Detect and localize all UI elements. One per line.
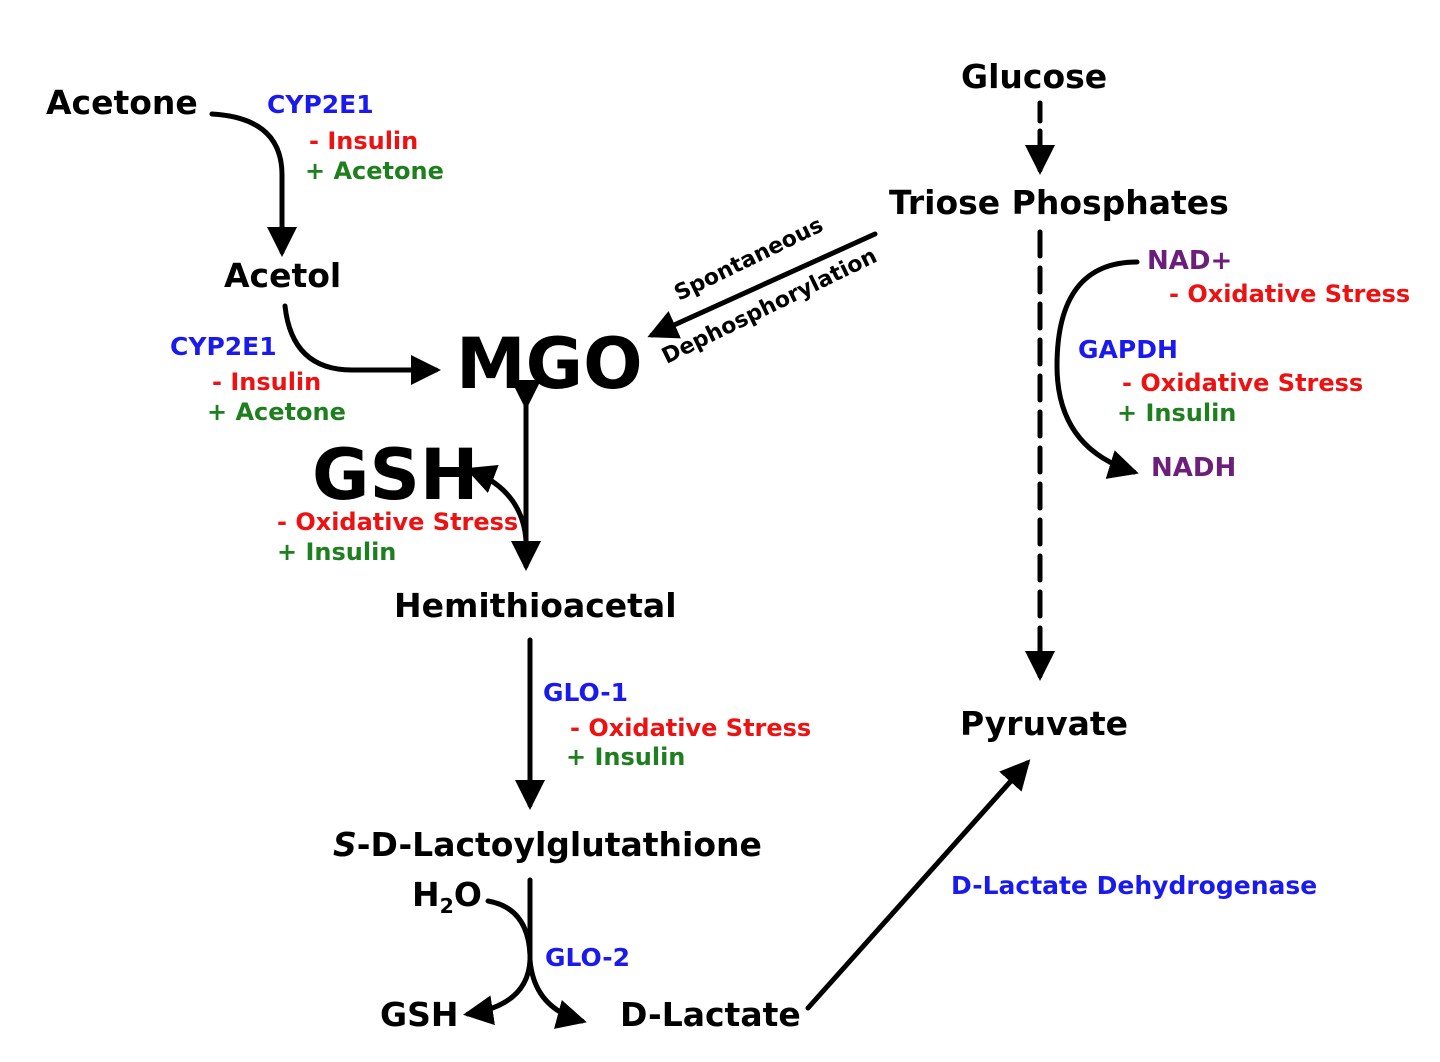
cyp2e1-mid-activator: + Acetone: [207, 398, 346, 426]
arrow-acetol-to-mgo: [282, 303, 441, 385]
glo1-activator: + Insulin: [566, 743, 686, 771]
pyruvate-label: Pyruvate: [960, 704, 1129, 743]
arrow-to-gsh-small: [463, 957, 533, 1026]
arrow-nad-to-nadh: [1054, 259, 1140, 479]
acetone-label: Acetone: [46, 83, 198, 122]
glo1-label: GLO-1: [543, 678, 629, 707]
d-lactate-dehydrogenase-label: D-Lactate Dehydrogenase: [951, 871, 1318, 900]
cyp2e1-top-inhibitor: - Insulin: [309, 127, 419, 155]
nad-inhibitor: - Oxidative Stress: [1169, 280, 1411, 308]
cyp2e1-mid-inhibitor: - Insulin: [212, 368, 322, 396]
glo1-inhibitor: - Oxidative Stress: [570, 714, 812, 742]
cyp2e1-top-label: CYP2E1: [267, 90, 374, 119]
arrow-to-d-lactate: [527, 957, 587, 1029]
lactoyl-name: -D-Lactoylglutathione: [356, 825, 762, 864]
glo2-label: GLO-2: [545, 943, 631, 972]
arrow-d-lactate-to-pyruvate: [805, 759, 1031, 1011]
arrow-to-gsh: [465, 464, 529, 543]
water-o: O: [453, 875, 482, 914]
gsh-small-label: GSH: [380, 995, 459, 1034]
gsh-big-label: GSH: [312, 434, 479, 516]
mgo-label: MGO: [456, 323, 643, 405]
arrow-acetone-to-acetol: [209, 111, 297, 257]
arrow-h2o-in: [485, 898, 533, 958]
gsh-inhibitor: - Oxidative Stress: [277, 508, 519, 536]
water-subscript: 2: [439, 894, 454, 919]
gapdh-activator: + Insulin: [1117, 399, 1237, 427]
d-lactate-label: D-Lactate: [620, 995, 801, 1034]
acetol-label: Acetol: [224, 256, 342, 295]
arrow-triose-to-mgo: [647, 231, 878, 339]
water-label: H2O: [412, 878, 482, 917]
gapdh-label: GAPDH: [1078, 335, 1178, 364]
water-h: H: [412, 875, 440, 914]
cyp2e1-top-activator: + Acetone: [305, 157, 444, 185]
gsh-activator: + Insulin: [277, 538, 397, 566]
lactoyl-stereo-prefix: S: [333, 825, 357, 864]
nadh-label: NADH: [1151, 453, 1237, 483]
triose-phosphates-label: Triose Phosphates: [889, 183, 1229, 222]
cyp2e1-mid-label: CYP2E1: [170, 332, 277, 361]
glucose-label: Glucose: [961, 57, 1108, 96]
nad-plus-label: NAD+: [1147, 246, 1233, 276]
lactoylglutathione-label: S-D-Lactoylglutathione: [333, 828, 762, 861]
gapdh-inhibitor: - Oxidative Stress: [1122, 369, 1364, 397]
hemithioacetal-label: Hemithioacetal: [394, 586, 677, 625]
